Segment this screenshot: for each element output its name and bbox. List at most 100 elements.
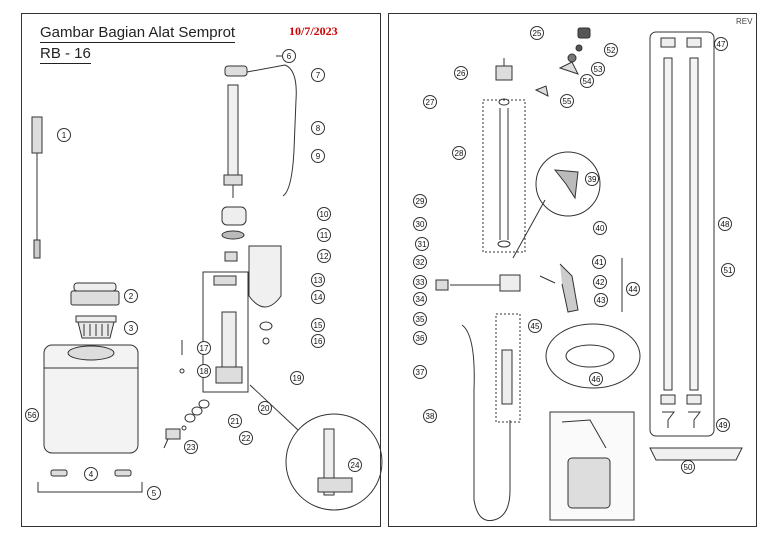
callout-44: 44 <box>626 282 640 296</box>
o-ring-part <box>259 321 273 345</box>
callout-4: 4 <box>84 467 98 481</box>
callout-31: 31 <box>415 237 429 251</box>
callout-8: 8 <box>311 121 325 135</box>
callout-53: 53 <box>591 62 605 76</box>
callout-15: 15 <box>311 318 325 332</box>
revision-label: REV <box>736 17 753 26</box>
callout-label: 24 <box>351 461 360 470</box>
callout-label: 27 <box>426 98 435 107</box>
callout-label: 8 <box>316 124 321 133</box>
nozzle-part <box>495 58 513 81</box>
strainer-basket-part <box>75 315 117 339</box>
callout-label: 10 <box>320 210 329 219</box>
trigger-assembly-part <box>435 258 623 313</box>
callout-22: 22 <box>239 431 253 445</box>
callout-46: 46 <box>589 372 603 386</box>
callout-45: 45 <box>528 319 542 333</box>
pin-part <box>179 340 185 374</box>
callout-label: 48 <box>721 220 730 229</box>
strap-bar-part <box>37 482 143 493</box>
callout-label: 36 <box>416 334 425 343</box>
callout-42: 42 <box>593 275 607 289</box>
callout-label: 21 <box>231 417 240 426</box>
trigger-gun-detail-circle <box>512 151 601 259</box>
callout-49: 49 <box>716 418 730 432</box>
assembled-sprayer-image <box>549 411 635 521</box>
callout-label: 26 <box>457 69 466 78</box>
callout-label: 17 <box>200 344 209 353</box>
diagram-title: Gambar Bagian Alat Semprot <box>40 24 236 43</box>
callout-label: 50 <box>684 463 693 472</box>
date-label: 10/7/2023 <box>289 24 338 38</box>
tank-body-part <box>43 344 139 454</box>
callout-48: 48 <box>718 217 732 231</box>
callout-21: 21 <box>228 414 242 428</box>
callout-6: 6 <box>282 49 296 63</box>
callout-29: 29 <box>413 194 427 208</box>
callout-5: 5 <box>147 486 161 500</box>
callout-label: 32 <box>416 258 425 267</box>
pump-cup-part <box>221 206 247 226</box>
hose-part <box>461 313 521 522</box>
callout-label: 2 <box>129 292 134 301</box>
callout-50: 50 <box>681 460 695 474</box>
callout-3: 3 <box>124 321 138 335</box>
pump-detail-circle <box>249 384 383 511</box>
callout-27: 27 <box>423 95 437 109</box>
callout-14: 14 <box>311 290 325 304</box>
callout-label: 55 <box>563 97 572 106</box>
callout-label: 39 <box>588 175 597 184</box>
callout-label: 11 <box>320 231 329 240</box>
callout-41: 41 <box>592 255 606 269</box>
callout-43: 43 <box>594 293 608 307</box>
hose-detail-oval <box>545 323 641 389</box>
callout-56: 56 <box>25 408 39 422</box>
callout-25: 25 <box>530 26 544 40</box>
callout-40: 40 <box>593 221 607 235</box>
strap-connector-part <box>50 469 132 477</box>
callout-label: 4 <box>89 470 94 479</box>
callout-label: 29 <box>416 197 425 206</box>
callout-label: 56 <box>28 411 37 420</box>
callout-label: 38 <box>426 412 435 421</box>
callout-39: 39 <box>585 172 599 186</box>
callout-34: 34 <box>413 292 427 306</box>
callout-51: 51 <box>721 263 735 277</box>
callout-54: 54 <box>580 74 594 88</box>
callout-label: 14 <box>314 293 323 302</box>
callout-label: 33 <box>416 278 425 287</box>
callout-label: 23 <box>187 443 196 452</box>
callout-28: 28 <box>452 146 466 160</box>
callout-label: 1 <box>62 131 67 140</box>
callout-label: 41 <box>595 258 604 267</box>
pressure-chamber-part <box>248 245 282 308</box>
callout-24: 24 <box>348 458 362 472</box>
callout-10: 10 <box>317 207 331 221</box>
tank-cap-part <box>70 282 120 306</box>
callout-label: 25 <box>533 29 542 38</box>
callout-group: 1234567891011121314151617181920212223242… <box>25 26 735 500</box>
callout-55: 55 <box>560 94 574 108</box>
callout-label: 51 <box>724 266 733 275</box>
callout-36: 36 <box>413 331 427 345</box>
callout-9: 9 <box>311 149 325 163</box>
callout-12: 12 <box>317 249 331 263</box>
pump-top-part <box>224 55 297 197</box>
callout-30: 30 <box>413 217 427 231</box>
valve-fittings-part <box>163 399 210 449</box>
callout-label: 12 <box>320 252 329 261</box>
callout-label: 7 <box>316 71 321 80</box>
nozzle-parts <box>534 27 591 97</box>
callout-20: 20 <box>258 401 272 415</box>
callout-label: 9 <box>316 152 321 161</box>
callout-52: 52 <box>604 43 618 57</box>
callout-label: 46 <box>592 375 601 384</box>
callout-label: 37 <box>416 368 425 377</box>
model-label: RB - 16 <box>40 45 91 64</box>
callout-label: 16 <box>314 337 323 346</box>
callout-label: 30 <box>416 220 425 229</box>
callout-2: 2 <box>124 289 138 303</box>
callout-47: 47 <box>714 37 728 51</box>
callout-16: 16 <box>311 334 325 348</box>
callout-label: 13 <box>314 276 323 285</box>
